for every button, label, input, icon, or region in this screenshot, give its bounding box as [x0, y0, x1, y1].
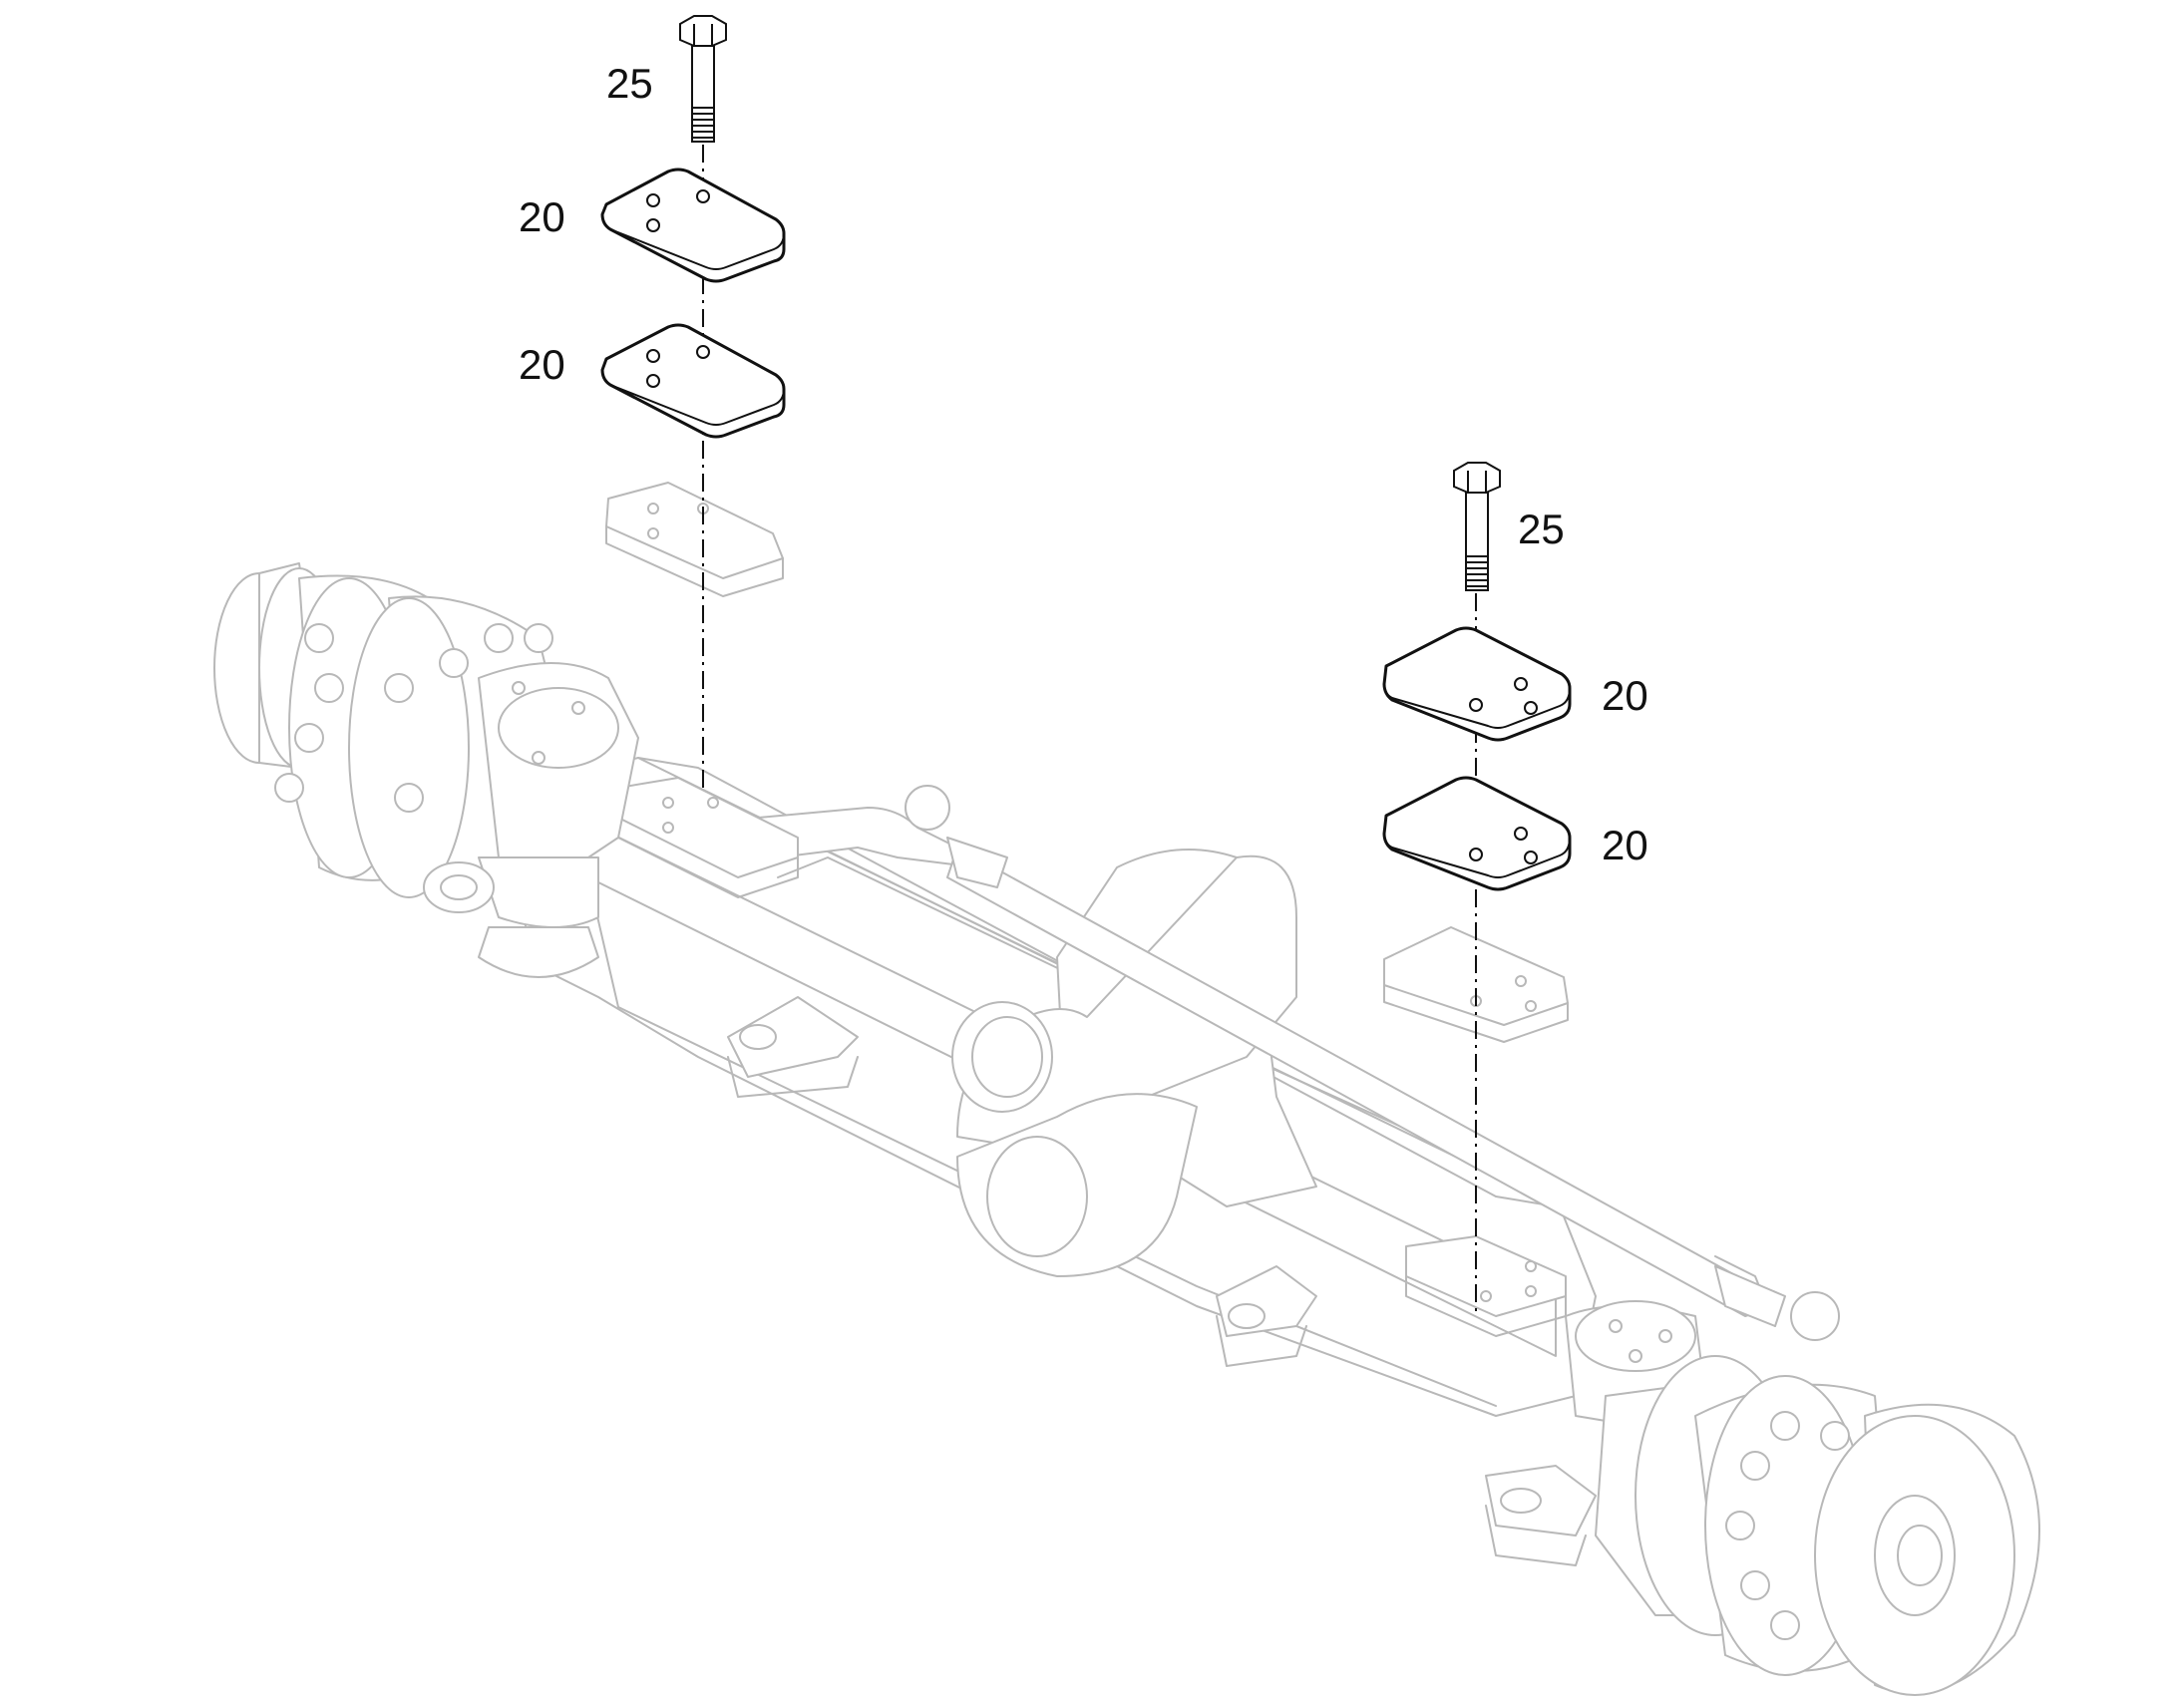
lower-lugs	[727, 996, 1597, 1566]
callout-right-plate-upper: 20	[1602, 672, 1648, 719]
beam-mount-pads	[617, 777, 1567, 1337]
callout-right-plate-lower: 20	[1602, 822, 1648, 868]
left-plate-upper	[600, 168, 786, 283]
callout-left-plate-upper: 20	[519, 193, 565, 240]
axle-assembly	[213, 562, 2040, 1696]
callout-left-bolt: 25	[606, 60, 653, 107]
steering-cylinder	[757, 785, 1840, 1341]
left-hub	[213, 562, 639, 978]
callout-left-plate-lower: 20	[519, 341, 565, 388]
left-bolt	[679, 15, 727, 143]
right-plate-lower	[1382, 776, 1572, 891]
callout-right-bolt: 25	[1518, 506, 1565, 552]
left-stack: 25 20 20	[519, 15, 786, 788]
right-hub	[1565, 1300, 2040, 1696]
left-shim-installed	[605, 482, 784, 597]
right-stack: 25 20 20	[1382, 462, 1648, 1316]
left-plate-lower	[600, 323, 786, 439]
right-plate-upper	[1382, 626, 1572, 742]
right-bolt	[1453, 462, 1501, 591]
